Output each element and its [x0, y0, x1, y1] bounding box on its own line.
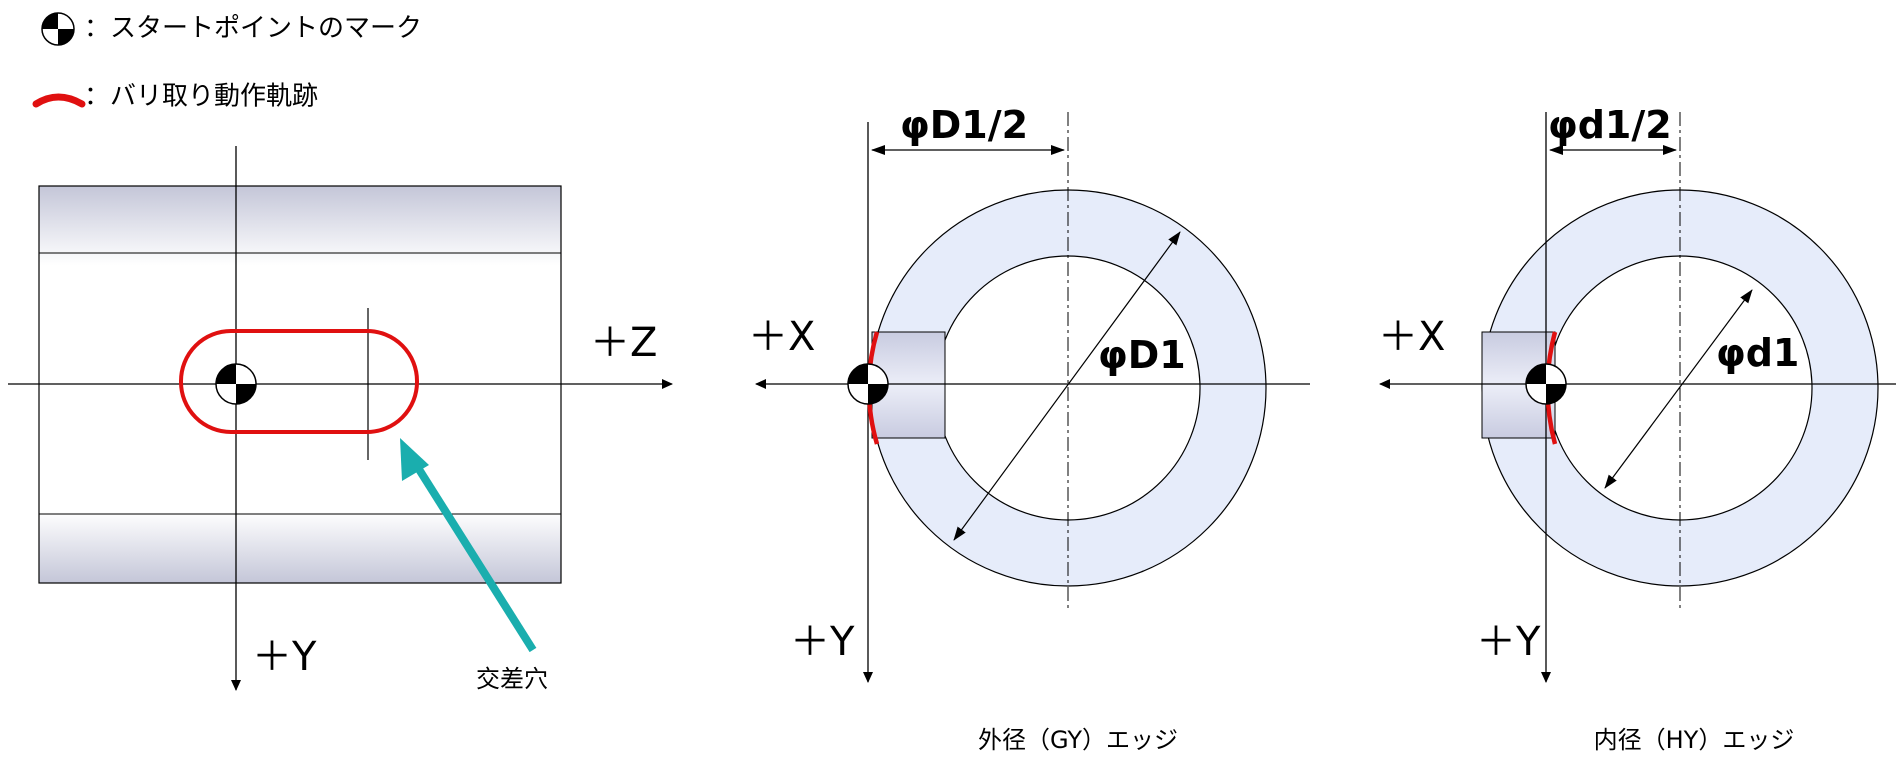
y-axis-label: ＋Y: [252, 634, 317, 680]
deburr-path: [179, 329, 419, 434]
side-view: ＋Z ＋Y 交差穴: [8, 146, 673, 693]
diameter-dimension-line: [953, 231, 1181, 541]
inner-edge-view: ＋X ＋Y φd1/2 φd1 内径（HY）エッジ: [1378, 103, 1896, 754]
start-point-mark-icon: [847, 363, 889, 405]
diameter-dimension-line: [1604, 289, 1753, 489]
start-point-mark-icon: [41, 12, 75, 46]
deburr-path-legend-icon: [32, 93, 86, 108]
inner-edge-caption: 内径（HY）エッジ: [1594, 726, 1795, 754]
legend: ：スタートポイントのマーク ：バリ取り動作軌跡: [32, 12, 422, 112]
x-axis-label: ＋X: [748, 314, 815, 360]
legend-start-mark-label: ：スタートポイントのマーク: [84, 14, 422, 44]
legend-deburr-path-label: ：バリ取り動作軌跡: [84, 82, 318, 112]
y-axis-label: ＋Y: [790, 619, 855, 665]
z-axis-label: ＋Z: [590, 320, 657, 366]
outer-edge-caption: 外径（GY）エッジ: [978, 726, 1178, 754]
x-axis-label: ＋X: [1378, 314, 1445, 360]
y-axis-label: ＋Y: [1476, 619, 1541, 665]
half-diameter-label: φd1/2: [1548, 103, 1672, 147]
diameter-label: φd1: [1716, 331, 1799, 375]
cross-hole-label: 交差穴: [476, 665, 548, 693]
diameter-label: φD1: [1098, 333, 1186, 377]
start-point-mark-icon: [1525, 363, 1567, 405]
cross-hole-pointer-arrow-head: [400, 438, 429, 481]
start-point-mark-icon: [215, 363, 257, 405]
half-diameter-label: φD1/2: [900, 103, 1028, 147]
outer-edge-view: ＋X ＋Y φD1/2 φD1 外径（GY）エッジ: [748, 103, 1310, 754]
cross-hole-pointer-arrow: [411, 460, 537, 653]
